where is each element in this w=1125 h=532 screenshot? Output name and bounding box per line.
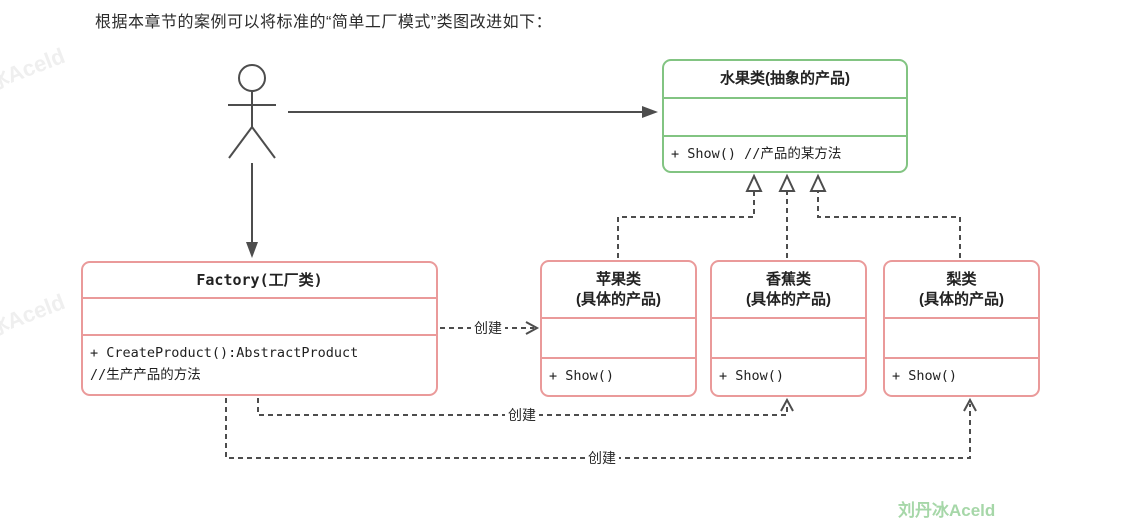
class-name: 梨类 [946, 270, 977, 288]
class-title: 苹果类 (具体的产品) [542, 262, 695, 319]
class-box-banana: 香蕉类 (具体的产品) + Show() [710, 260, 867, 397]
class-method: + Show() [892, 368, 958, 384]
class-title: 香蕉类 (具体的产品) [712, 262, 865, 319]
class-methods: + CreateProduct():AbstractProduct //生产产品… [83, 336, 436, 390]
create-label-banana: 创建 [505, 405, 539, 425]
class-title: 水果类(抽象的产品) [664, 61, 906, 99]
actor-icon [228, 64, 276, 159]
create-label-pear: 创建 [585, 448, 619, 468]
class-box-fruit: 水果类(抽象的产品) + Show() //产品的某方法 [662, 59, 908, 173]
class-method-signature: + CreateProduct():AbstractProduct [90, 345, 359, 361]
class-name: 苹果类 [595, 270, 641, 288]
watermark-faint-mid: 冰Aceld [0, 289, 69, 342]
class-box-apple: 苹果类 (具体的产品) + Show() [540, 260, 697, 397]
class-box-pear: 梨类 (具体的产品) + Show() [883, 260, 1040, 397]
class-stereotype: (具体的产品) [919, 290, 1004, 308]
class-name: 香蕉类 [765, 270, 811, 288]
apple-inherit-arrow [617, 173, 763, 258]
banana-inherit-arrow [778, 173, 796, 258]
class-method: + Show() //产品的某方法 [671, 146, 842, 162]
pear-inherit-arrow [809, 173, 961, 258]
actor-to-factory-arrow [246, 163, 258, 258]
class-title: 梨类 (具体的产品) [885, 262, 1038, 319]
class-attributes-empty [712, 319, 865, 359]
class-method: + Show() [549, 368, 615, 384]
class-attributes-empty [885, 319, 1038, 359]
watermark-faint-top: 冰Aceld [0, 43, 69, 96]
class-method-comment: //生产产品的方法 [90, 367, 201, 383]
page-title: 根据本章节的案例可以将标准的“简单工厂模式”类图改进如下： [95, 14, 553, 31]
class-stereotype: (具体的产品) [746, 290, 831, 308]
class-title: Factory(工厂类) [83, 263, 436, 299]
class-method: + Show() [719, 368, 785, 384]
create-label-apple: 创建 [471, 318, 505, 338]
class-attributes-empty [542, 319, 695, 359]
class-attributes-empty [83, 299, 436, 336]
watermark-signature: 刘丹冰Aceld [898, 501, 996, 520]
class-stereotype: (具体的产品) [576, 290, 661, 308]
class-attributes-empty [664, 99, 906, 137]
class-box-factory: Factory(工厂类) + CreateProduct():AbstractP… [81, 261, 438, 396]
actor-to-fruit-arrow [288, 106, 658, 118]
